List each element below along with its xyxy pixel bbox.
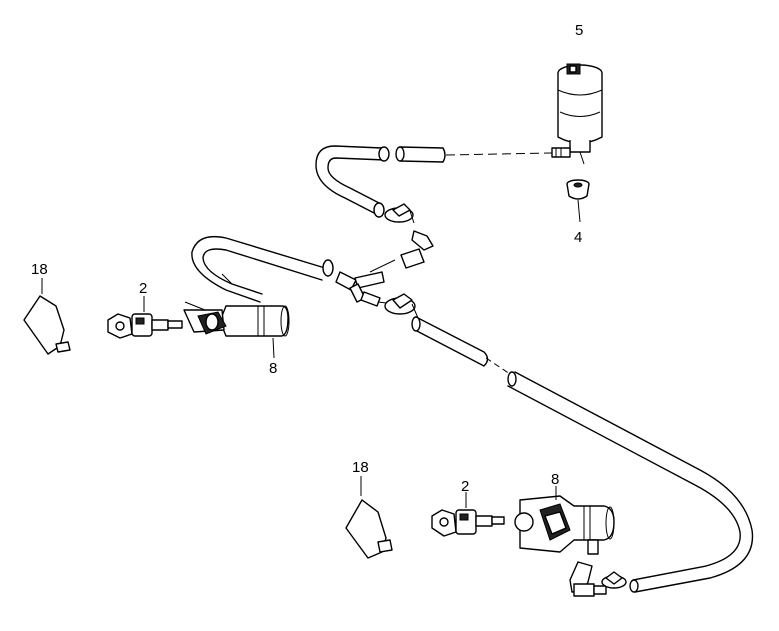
upper-clamp bbox=[369, 203, 434, 273]
left-connector bbox=[107, 296, 183, 339]
bottom-elbow bbox=[569, 561, 627, 597]
t-connector bbox=[335, 271, 397, 307]
callout-part-8-left: 8 bbox=[269, 360, 277, 377]
callout-part-18-right: 18 bbox=[352, 459, 369, 476]
left-hose bbox=[191, 235, 334, 303]
left-washer-nozzle bbox=[183, 301, 290, 359]
callout-part-18-left: 18 bbox=[31, 261, 48, 278]
left-nozzle-cap bbox=[23, 278, 71, 355]
callout-part-5: 5 bbox=[575, 22, 583, 39]
washer-pump bbox=[551, 63, 603, 165]
right-connector bbox=[431, 492, 505, 537]
lower-clamp bbox=[384, 293, 419, 319]
right-washer-nozzle bbox=[514, 486, 615, 555]
callout-part-2-right: 2 bbox=[461, 478, 469, 495]
upper-hose bbox=[315, 145, 553, 218]
main-hose bbox=[411, 316, 754, 593]
right-nozzle-cap bbox=[345, 476, 393, 559]
pump-grommet bbox=[566, 179, 590, 223]
callout-part-8-right: 8 bbox=[551, 471, 559, 488]
callout-part-2-left: 2 bbox=[139, 280, 147, 297]
callout-part-4: 4 bbox=[574, 229, 582, 246]
